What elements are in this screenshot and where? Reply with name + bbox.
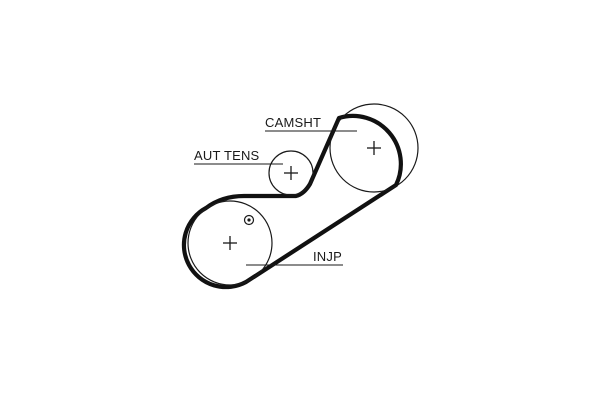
- timing-belt: [181, 113, 403, 290]
- crank-pulley: [187, 200, 273, 286]
- camshaft-pulley: [329, 103, 419, 193]
- auto-tensioner-label: AUT TENS: [194, 148, 260, 163]
- auto-tensioner-pulley: [268, 150, 314, 196]
- camshaft-label: CAMSHT: [265, 115, 321, 130]
- timing-mark-icon: [243, 214, 255, 226]
- injection-pump-label: INJP: [313, 249, 342, 264]
